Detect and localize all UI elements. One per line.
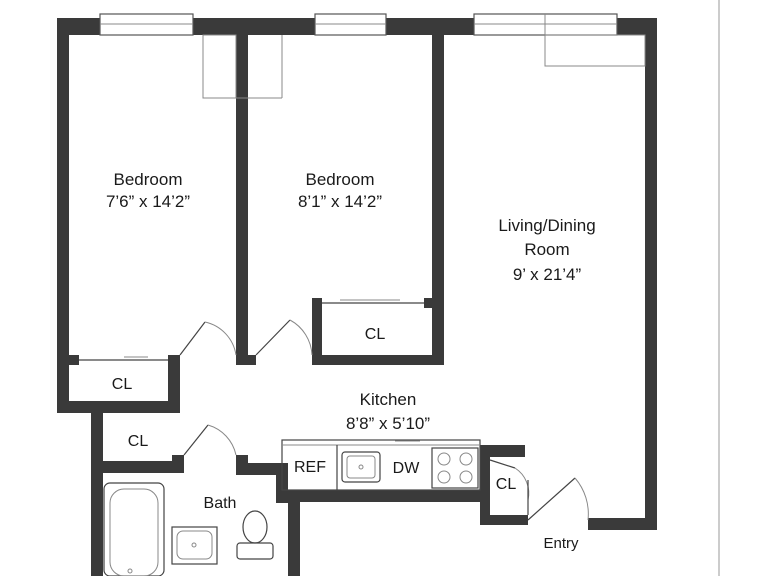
bedroom-2-name: Bedroom [306, 170, 375, 189]
bedroom-1-label: Bedroom 7’6” x 14’2” [106, 170, 190, 211]
bedroom-2-closet-label: CL [365, 326, 386, 343]
door-swings [179, 319, 589, 521]
bedroom-1-name: Bedroom [114, 170, 183, 189]
refrigerator-label: REF [294, 459, 326, 476]
entry-label: Entry [543, 535, 579, 552]
dishwasher-label: DW [393, 460, 421, 477]
kitchen-size: 8’8” x 5’10” [346, 414, 430, 433]
bedroom-2-label: Bedroom 8’1” x 14’2” [298, 170, 382, 211]
entry-closet-label: CL [496, 476, 517, 493]
closet-doors [79, 34, 646, 361]
windows [99, 13, 618, 36]
interior-walls [69, 35, 444, 503]
hall-closet-label: CL [128, 433, 149, 450]
kitchen-counter [281, 439, 481, 491]
bedroom-1-closet-label: CL [112, 376, 133, 393]
exterior-walls [57, 18, 657, 576]
bath-fixtures [103, 482, 274, 576]
kitchen-label: Kitchen 8’8” x 5’10” [346, 390, 430, 433]
living-room-label: Living/Dining Room 9’ x 21’4” [498, 216, 595, 284]
kitchen-name: Kitchen [360, 390, 417, 409]
bedroom-1-size: 7’6” x 14’2” [106, 192, 190, 211]
bedroom-2-size: 8’1” x 14’2” [298, 192, 382, 211]
living-room-name-line2: Room [524, 240, 569, 259]
living-room-size: 9’ x 21’4” [513, 265, 582, 284]
living-room-name-line1: Living/Dining [498, 216, 595, 235]
bath-name: Bath [204, 495, 237, 512]
